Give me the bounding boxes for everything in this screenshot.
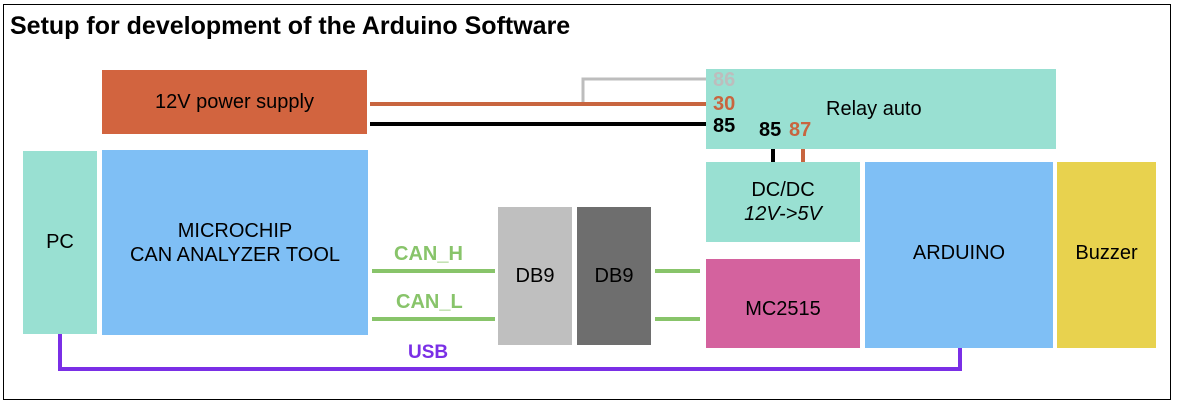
db9-left-block: DB9 (498, 207, 572, 345)
can-l-label: CAN_L (396, 291, 463, 313)
relay-block: Relay auto (706, 69, 1056, 149)
power-supply-block: 12V power supply (102, 70, 367, 134)
pin-30-label: 30 (713, 93, 736, 115)
diagram-title: Setup for development of the Arduino Sof… (10, 12, 571, 40)
pin-85-left-label: 85 (713, 115, 736, 137)
buzzer-label: Buzzer (1075, 241, 1138, 264)
relay-label: Relay auto (826, 98, 922, 120)
arduino-label: ARDUINO (912, 241, 1006, 264)
arduino-block: ARDUINO (865, 162, 1053, 348)
pin-86-label: 86 (713, 69, 736, 91)
can-analyzer-label-line1: MICROCHIP (177, 219, 293, 242)
wire-usb (58, 334, 962, 371)
buzzer-block: Buzzer (1057, 162, 1156, 348)
dcdc-subtitle: 12V->5V (744, 203, 822, 225)
power-supply-label: 12V power supply (155, 90, 314, 113)
pc-block: PC (23, 151, 97, 334)
can-analyzer-label-line2: CAN ANALYZER TOOL (129, 243, 341, 266)
mc2515-block: MC2515 (706, 259, 860, 348)
dcdc-block: DC/DC 12V->5V (706, 162, 860, 242)
can-analyzer-block: MICROCHIP CAN ANALYZER TOOL (102, 150, 368, 335)
diagram-frame (3, 4, 1171, 400)
pin-87-label: 87 (789, 119, 812, 141)
usb-label: USB (408, 342, 449, 363)
can-h-label: CAN_H (394, 243, 463, 265)
pc-label: PC (46, 231, 74, 253)
dcdc-title: DC/DC (751, 179, 815, 201)
db9-right-block: DB9 (577, 207, 651, 345)
db9-left-label: DB9 (515, 264, 555, 287)
mc2515-label: MC2515 (745, 298, 821, 320)
wire-86 (581, 77, 706, 103)
pin-85-bottom-label: 85 (759, 119, 782, 141)
db9-right-label: DB9 (594, 264, 634, 287)
